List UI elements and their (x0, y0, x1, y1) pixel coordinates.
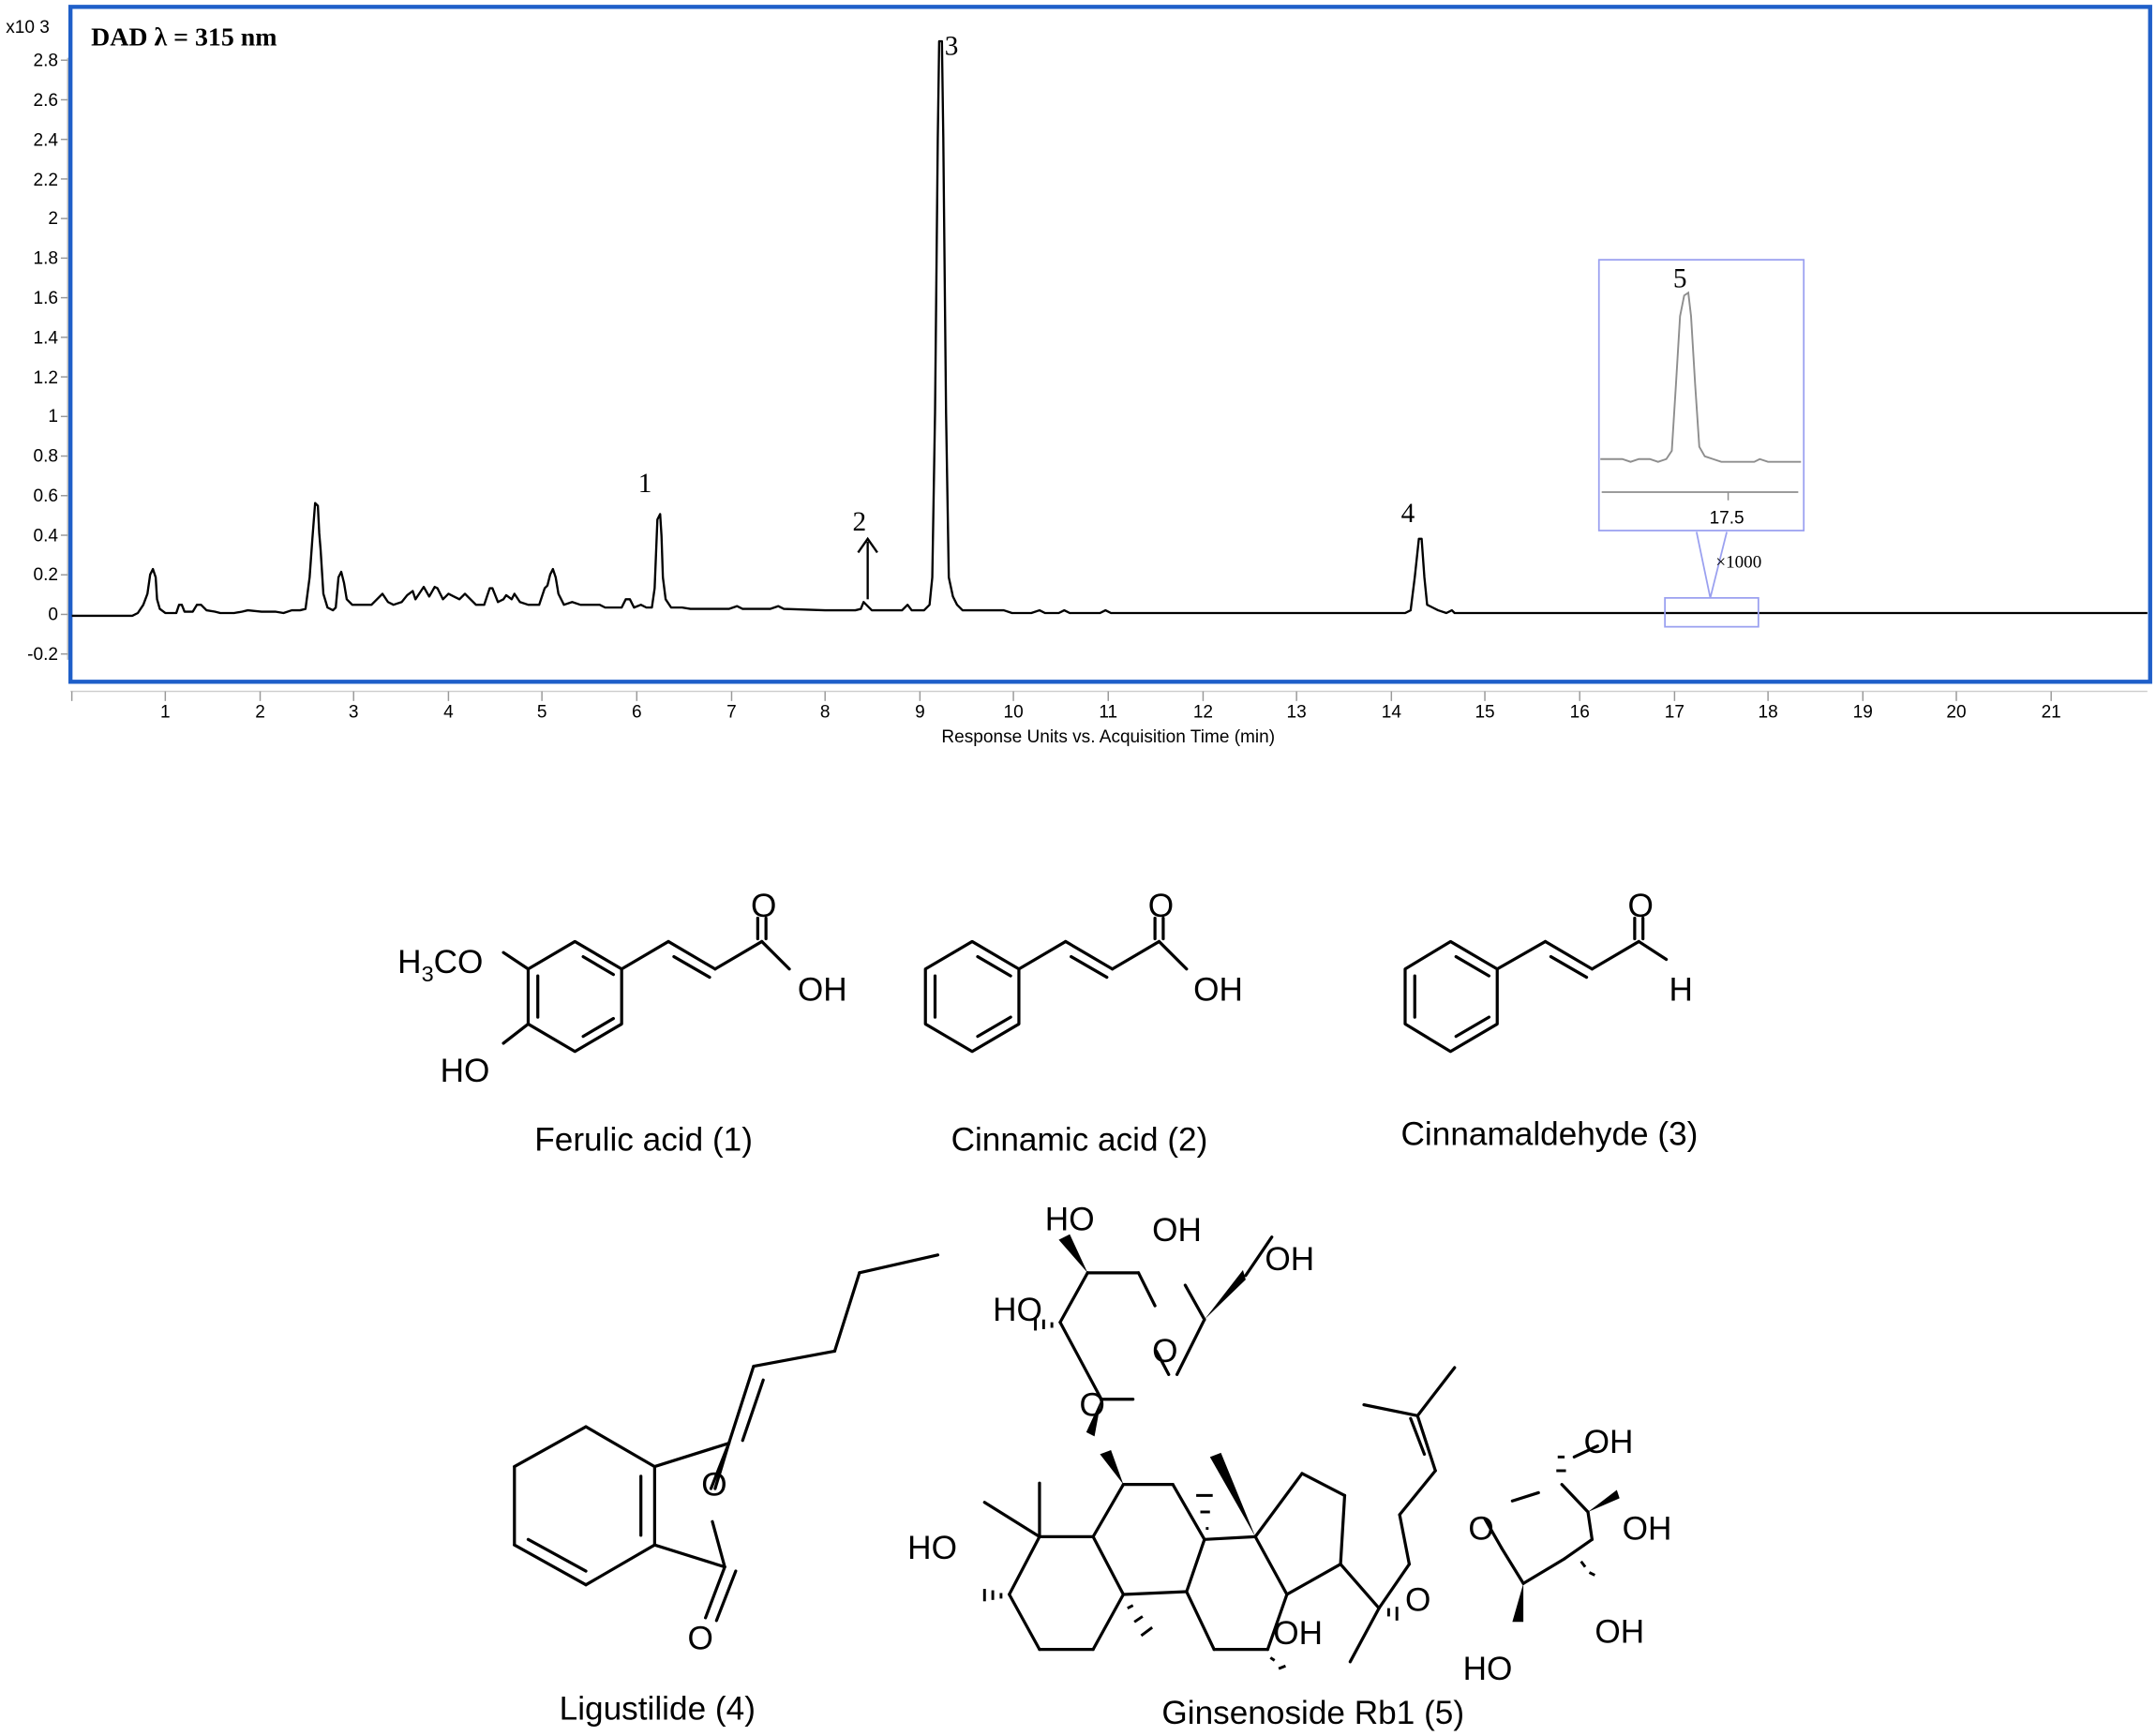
methoxy-label: H3CO (397, 944, 483, 986)
x-tick-label: 11 (1099, 702, 1117, 722)
compound-ginsenoside-rb1: HO OH OH HO O O HO OH O O OH OH OH HO Gi… (907, 1201, 1671, 1730)
peak-label-4: 4 (1401, 499, 1415, 529)
peak-label-2: 2 (853, 507, 867, 537)
peak-label-5: 5 (1673, 263, 1687, 293)
y-tick-label: 0.6 (33, 486, 57, 506)
y-tick-label: 1.2 (33, 368, 57, 388)
oh-label: OH (1584, 1424, 1634, 1460)
oh-label: HO (1045, 1201, 1095, 1237)
glycoside-o-label: O (1079, 1386, 1104, 1423)
peak-label-3: 3 (945, 32, 959, 62)
x-tick-label: 5 (537, 702, 547, 722)
y-tick-label: 2.8 (33, 51, 57, 70)
inset-trace (1600, 291, 1802, 463)
peak-5-inset: 17.5 5 ×1000 (1597, 259, 1805, 628)
x-tick-label: 12 (1193, 702, 1213, 722)
compound-name-5: Ginsenoside Rb1 (5) (1161, 1695, 1464, 1731)
carbonyl-o-label: O (688, 1621, 713, 1657)
ring-o-label: O (1152, 1333, 1177, 1369)
oh-label: HO (993, 1292, 1042, 1328)
chromatogram-chart: x10 3 -0.2 0 0.2 0.4 0.6 0.8 1 1. (6, 5, 2152, 747)
oh-label: HO (1463, 1651, 1513, 1687)
compound-cinnamic-acid: O OH Cinnamic acid (2) (923, 888, 1243, 1158)
x-tick-label: 16 (1570, 702, 1590, 722)
compound-ligustilide: O O Ligustilide (4) (513, 1253, 940, 1727)
hydroxy-label: HO (441, 1053, 490, 1089)
x-tick-label: 18 (1759, 702, 1778, 722)
stereo-hashes (982, 1318, 1596, 1670)
y-tick-label: 1.4 (33, 329, 58, 349)
peak-2-arrow-icon (857, 536, 878, 600)
y-tick-label: 2.4 (33, 130, 58, 150)
glycoside-o-label: O (1405, 1582, 1430, 1619)
y-multiplier-label: x10 3 (6, 18, 50, 37)
y-tick-label: -0.2 (27, 645, 58, 665)
x-tick-labels: 1 2 3 4 5 6 7 8 9 10 11 12 13 14 15 16 1… (160, 702, 2061, 722)
zoom-region-box (1664, 596, 1759, 628)
x-tick-label: 4 (443, 702, 454, 722)
carbonyl-o-label: O (751, 888, 776, 924)
x-axis-ticks (70, 691, 2052, 701)
stereo-wedges (1058, 1234, 1620, 1623)
acid-oh-label: OH (1193, 972, 1243, 1009)
compound-cinnamaldehyde: O H Cinnamaldehyde (3) (1401, 888, 1699, 1152)
y-tick-label: 1 (48, 407, 58, 427)
x-tick-label: 21 (2042, 702, 2061, 722)
y-tick-label: 0.2 (33, 565, 57, 585)
acid-oh-label: OH (798, 972, 847, 1009)
oh-label: HO (907, 1530, 957, 1566)
x-tick-label: 14 (1382, 702, 1402, 722)
compound-name-1: Ferulic acid (1) (534, 1121, 753, 1158)
y-tick-label: 0.4 (33, 527, 58, 546)
x-tick-label: 7 (726, 702, 737, 722)
y-tick-label: 2.6 (33, 91, 57, 111)
x-tick-label: 17 (1665, 702, 1684, 722)
inset-x-tick: 17.5 (1710, 509, 1744, 529)
x-axis-title: Response Units vs. Acquisition Time (min… (941, 727, 1275, 747)
peak-labels: 1 2 3 4 (638, 32, 1415, 537)
y-tick-label: 2.2 (33, 171, 57, 190)
x-tick-label: 8 (820, 702, 831, 722)
aldehyde-h-label: H (1669, 972, 1693, 1009)
oh-label: OH (1273, 1615, 1323, 1652)
y-axis-ticks: -0.2 0 0.2 0.4 0.6 0.8 1 1.2 1.4 1.6 1.8… (27, 51, 68, 665)
zoom-factor-label: ×1000 (1715, 553, 1761, 573)
ring-o-label: O (701, 1466, 726, 1503)
compound-name-2: Cinnamic acid (2) (951, 1121, 1208, 1158)
carbonyl-o-label: O (1148, 888, 1174, 924)
oh-label: OH (1623, 1510, 1672, 1547)
plot-frame (67, 5, 2152, 684)
x-tick-label: 6 (632, 702, 642, 722)
chart-title: DAD λ = 315 nm (91, 22, 277, 52)
compound-ferulic-acid: H3CO HO O OH Ferulic acid (1) (397, 888, 846, 1158)
x-tick-label: 2 (255, 702, 265, 722)
y-tick-label: 0 (48, 605, 58, 624)
chromatogram-trace (71, 39, 2148, 618)
oh-label: OH (1595, 1613, 1644, 1650)
x-tick-label: 20 (1946, 702, 1966, 722)
x-tick-label: 19 (1853, 702, 1873, 722)
x-tick-label: 13 (1287, 702, 1307, 722)
oh-label: OH (1152, 1212, 1202, 1249)
y-tick-label: 1.6 (33, 289, 57, 308)
x-tick-label: 15 (1475, 702, 1494, 722)
x-tick-label: 9 (915, 702, 925, 722)
y-tick-label: 1.8 (33, 249, 57, 269)
y-tick-label: 2 (48, 209, 58, 229)
y-tick-label: 0.8 (33, 447, 57, 467)
x-tick-label: 3 (349, 702, 359, 722)
compound-name-4: Ligustilide (4) (560, 1690, 756, 1727)
ring-o-label: O (1468, 1510, 1493, 1547)
x-tick-label: 10 (1003, 702, 1023, 722)
x-tick-label: 1 (160, 702, 171, 722)
compound-name-3: Cinnamaldehyde (3) (1401, 1115, 1699, 1152)
carbonyl-o-label: O (1628, 888, 1654, 924)
peak-label-1: 1 (638, 469, 652, 499)
oh-label: OH (1265, 1241, 1314, 1278)
inset-frame (1597, 259, 1805, 531)
